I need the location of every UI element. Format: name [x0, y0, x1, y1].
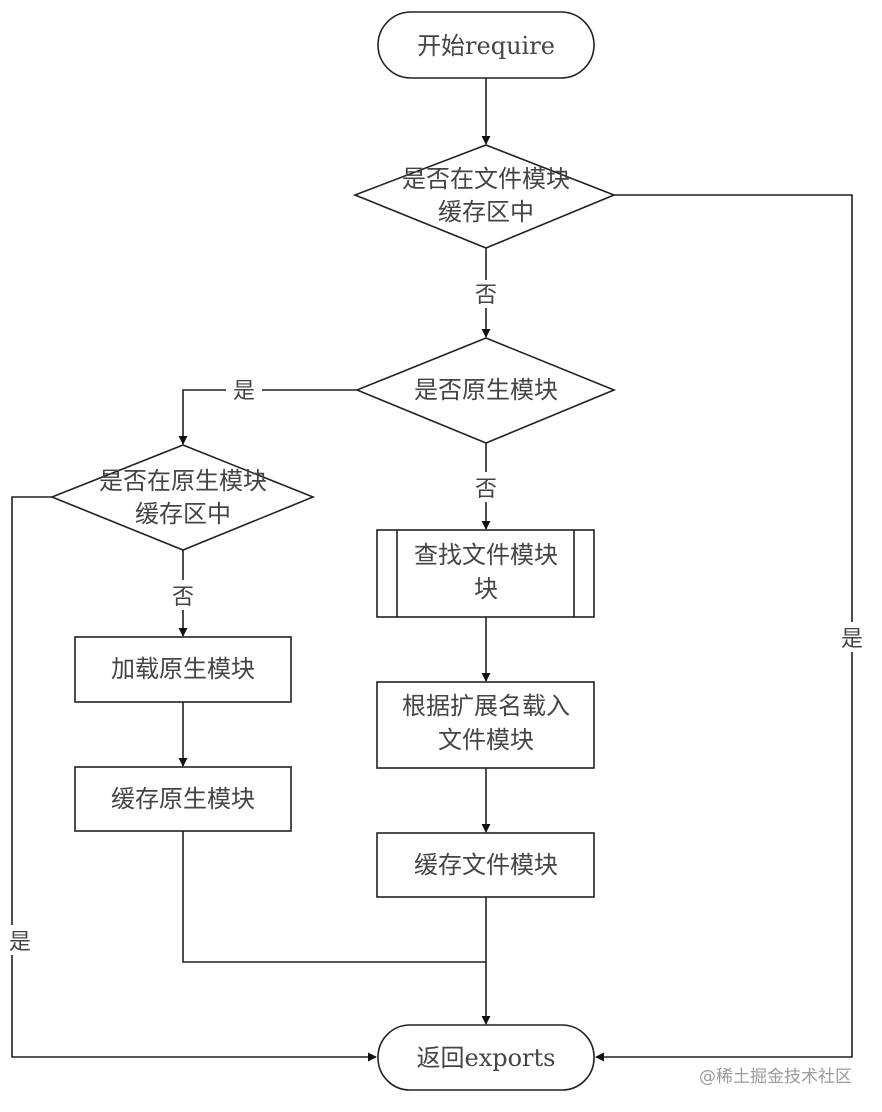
process-shape — [74, 766, 292, 832]
edge-label-native-cache-yes: 是 — [9, 930, 31, 955]
node-in-native-cache-line2: 缓存区中 — [135, 500, 231, 528]
node-start-label: 开始require — [417, 32, 555, 60]
edge-label-file-cache-yes: 是 — [841, 627, 863, 652]
decision-shape — [49, 444, 316, 551]
node-load-native-module: 加载原生模块 — [74, 636, 292, 703]
node-cache-file-module: 缓存文件模块 — [376, 832, 595, 898]
subprocess-shape — [376, 529, 595, 618]
node-end-label: 返回exports — [417, 1044, 556, 1072]
watermark: @稀土掘金技术社区 — [699, 1067, 852, 1087]
node-cache-native-module: 缓存原生模块 — [74, 766, 292, 832]
node-cache-file-module-label: 缓存文件模块 — [414, 851, 558, 879]
node-find-file-module: 查找文件模块 块 — [376, 529, 595, 618]
edge-label-is-native-no: 否 — [475, 477, 497, 502]
node-find-file-module-line1: 查找文件模块 — [414, 541, 558, 569]
node-in-native-cache: 是否在原生模块 缓存区中 — [49, 444, 316, 551]
edge-labels: 否 是 是 否 否 是 — [9, 283, 863, 955]
terminal-shape — [377, 11, 595, 79]
edge-file-cache-yes-top — [614, 194, 853, 622]
node-find-file-module-line2: 块 — [474, 575, 498, 603]
process-shape — [74, 636, 292, 703]
edge-native-cache-yes-bottom — [11, 955, 377, 1062]
terminal-shape — [377, 1024, 595, 1091]
node-load-native-module-label: 加载原生模块 — [111, 655, 255, 683]
node-in-native-cache-line1: 是否在原生模块 — [99, 467, 267, 495]
edge-is-native-yes-left — [178, 389, 226, 445]
edge-label-file-cache-no: 否 — [475, 283, 497, 308]
node-is-native: 是否原生模块 — [354, 337, 617, 444]
edge-file-cache-yes-bottom — [595, 652, 853, 1062]
decision-shape — [354, 337, 617, 444]
node-is-native-label: 是否原生模块 — [414, 376, 558, 404]
decision-shape — [352, 144, 617, 249]
edge-cache-native-to-merge — [182, 831, 486, 963]
node-cache-native-module-label: 缓存原生模块 — [111, 785, 255, 813]
node-load-by-extension-line1: 根据扩展名载入 — [402, 692, 570, 720]
node-load-by-extension-line2: 文件模块 — [438, 726, 534, 754]
node-start: 开始require — [377, 11, 595, 79]
edge-label-native-cache-no: 否 — [172, 585, 194, 610]
node-end: 返回exports — [377, 1024, 595, 1091]
node-load-by-extension: 根据扩展名载入 文件模块 — [376, 681, 595, 769]
node-in-file-cache-line2: 缓存区中 — [438, 198, 534, 226]
node-in-file-cache-line1: 是否在文件模块 — [402, 165, 570, 193]
node-in-file-cache: 是否在文件模块 缓存区中 — [352, 144, 617, 249]
edge-native-cache-yes-top — [11, 496, 52, 925]
process-shape — [376, 681, 595, 769]
connectors — [11, 78, 853, 1062]
edge-label-is-native-yes: 是 — [233, 379, 255, 404]
process-shape — [376, 832, 595, 898]
